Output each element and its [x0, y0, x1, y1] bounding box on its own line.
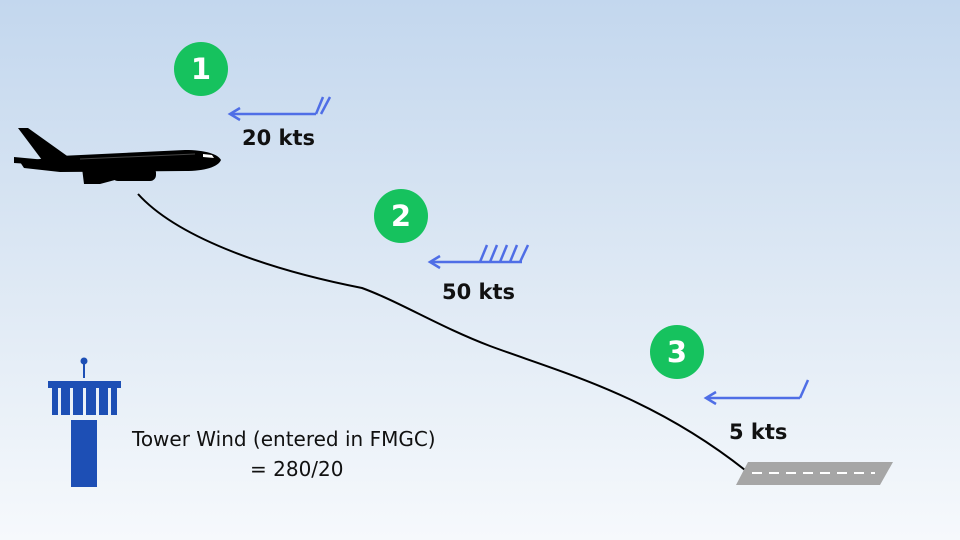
- waypoint-badge-3: 3: [650, 325, 704, 379]
- waypoint-badge-1: 1: [174, 42, 228, 96]
- approach-path: [137, 193, 746, 471]
- wind-speed-label-1: 20 kts: [242, 126, 316, 150]
- wind-speed-label-2: 50 kts: [442, 280, 516, 304]
- tower-wind-caption: Tower Wind (entered in FMGC) = 280/20: [132, 424, 472, 484]
- wind-arrow-2: [427, 244, 530, 270]
- runway-icon: [736, 462, 893, 485]
- tower-wind-title: Tower Wind (entered in FMGC): [132, 427, 436, 451]
- control-tower-icon: [48, 357, 121, 487]
- airplane-icon: [14, 128, 221, 184]
- wind-arrow-3: [703, 379, 810, 406]
- tower-wind-value: = 280/20: [250, 457, 344, 481]
- wind-speed-label-3: 5 kts: [729, 420, 788, 444]
- waypoint-badge-2: 2: [374, 189, 428, 243]
- wind-arrow-1: [227, 96, 332, 122]
